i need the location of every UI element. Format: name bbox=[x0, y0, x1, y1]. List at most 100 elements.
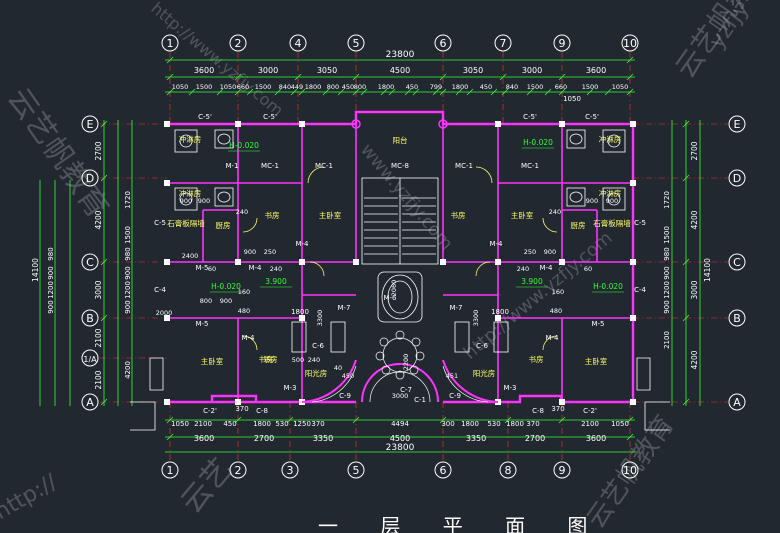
column-7 bbox=[630, 180, 636, 186]
top-dim-0: 3600 bbox=[194, 66, 214, 75]
right-total-dim: 14100 bbox=[703, 258, 712, 282]
misc-num-20: 40 bbox=[334, 364, 342, 372]
tag-15: M-4 bbox=[248, 264, 262, 272]
top-subdim-2: 1050 bbox=[220, 83, 237, 91]
bottom-dim-5: 2700 bbox=[525, 434, 545, 443]
room-label-3: 主卧室 bbox=[511, 210, 534, 220]
right-axis-4: A bbox=[733, 396, 741, 409]
bottom-axis-2: 3 bbox=[287, 464, 294, 477]
bottom-subdim-0: 1050 bbox=[171, 420, 189, 428]
bottom-axis-2-circle bbox=[281, 461, 299, 479]
tag-10: M-4 bbox=[295, 240, 309, 248]
column-5 bbox=[630, 121, 636, 127]
room-label-8: 冲淋房 bbox=[179, 134, 202, 144]
top-axis-3-circle bbox=[347, 34, 365, 52]
left-subdim-0: 1720 bbox=[124, 191, 132, 209]
left-axis-2-circle bbox=[81, 253, 99, 271]
left-subdim-3: 900 bbox=[124, 266, 132, 279]
misc-num-24: 2200 bbox=[402, 354, 410, 371]
top-axis-6-circle bbox=[553, 34, 571, 52]
bottom-subdim-6: 370 bbox=[311, 420, 324, 428]
misc-num-21: 450 bbox=[342, 372, 354, 380]
right-dim-1: 4200 bbox=[690, 210, 699, 229]
top-axis-2: 4 bbox=[295, 37, 302, 50]
tag-6: MC-8 bbox=[391, 162, 409, 170]
left-axis-3: B bbox=[86, 312, 94, 325]
bottom-subdim-13: 2100 bbox=[581, 420, 599, 428]
bottom-axis-1: 2 bbox=[235, 464, 242, 477]
level-mark-5: H-0.020 bbox=[593, 282, 623, 291]
watermark-8: http:// bbox=[0, 470, 62, 526]
column-21 bbox=[235, 399, 241, 405]
column-12 bbox=[440, 259, 446, 265]
misc-num-31: 250 bbox=[524, 248, 536, 256]
bottom-axis-6-circle bbox=[553, 461, 571, 479]
tag-5: MC-1 bbox=[315, 162, 333, 170]
tag-14: M-5 bbox=[591, 320, 604, 328]
column-17 bbox=[299, 315, 305, 321]
tag-34: M-3 bbox=[503, 384, 516, 392]
bottom-axis-0: 1 bbox=[167, 464, 174, 477]
tag-27: C-2' bbox=[583, 407, 597, 415]
tag-24: C-4 bbox=[634, 286, 646, 294]
right-axis-4-circle bbox=[728, 393, 746, 411]
tag-25: C-7 bbox=[400, 386, 412, 394]
watermark-3: www.yzfjy.com bbox=[356, 140, 457, 255]
left-axis-5: A bbox=[86, 396, 94, 409]
room-label-10: 冲淋房 bbox=[599, 134, 622, 144]
tag-30: C-1 bbox=[414, 396, 426, 404]
column-24 bbox=[559, 399, 565, 405]
left-dim-2: 3000 bbox=[94, 280, 103, 299]
interior-walls bbox=[167, 124, 633, 402]
top-axis-4-circle bbox=[434, 34, 452, 52]
bottom-dim-3: 4500 bbox=[390, 434, 410, 443]
left-axis-1: D bbox=[86, 172, 94, 185]
bathroom-fixtures bbox=[174, 129, 626, 353]
bottom-axis-4-circle bbox=[434, 461, 452, 479]
left-dim-4: 2100 bbox=[94, 370, 103, 389]
left-axis-1-circle bbox=[81, 169, 99, 187]
top-subdim-19: 1500 bbox=[582, 83, 599, 91]
left-dim-0: 2700 bbox=[94, 141, 103, 160]
left-subdim2-3: 980 bbox=[47, 247, 55, 260]
top-axis-2-circle bbox=[289, 34, 307, 52]
room-label-1: 主卧室 bbox=[319, 210, 342, 220]
tag-36: 1800 bbox=[491, 308, 509, 316]
top-extra-dim: 1050 bbox=[563, 95, 581, 103]
top-subdim-0: 1050 bbox=[172, 83, 189, 91]
misc-num-14: 480 bbox=[238, 307, 250, 315]
misc-num-9: 60 bbox=[584, 265, 592, 273]
bottom-subdim-2: 450 bbox=[223, 420, 236, 428]
right-axis-3: B bbox=[733, 312, 741, 325]
top-subdim-9: 450 bbox=[342, 83, 354, 91]
tag-8: MC-1 bbox=[521, 162, 539, 170]
column-13 bbox=[495, 259, 501, 265]
right-subdim-0: 1720 bbox=[663, 191, 671, 209]
top-axis-1: 2 bbox=[235, 37, 242, 50]
misc-num-3: 900 bbox=[606, 197, 618, 205]
misc-num-12: 800 bbox=[200, 297, 212, 305]
bottom-dim-6: 3600 bbox=[586, 434, 606, 443]
bottom-extra-dim-1: 370 bbox=[551, 405, 564, 413]
tag-31: C-9 bbox=[339, 392, 351, 400]
dimension-lines bbox=[39, 56, 701, 453]
bottom-axis-3: 5 bbox=[353, 464, 360, 477]
bottom-subdim-4: 530 bbox=[275, 420, 288, 428]
sunroom-arcs bbox=[301, 359, 499, 403]
top-axis-6: 9 bbox=[559, 37, 566, 50]
top-axis-4: 6 bbox=[440, 37, 447, 50]
tag-13: M-5 bbox=[195, 320, 208, 328]
top-axis-1-circle bbox=[229, 34, 247, 52]
bottom-axis-7: 10 bbox=[623, 464, 637, 477]
tag-21: C-5 bbox=[154, 219, 166, 227]
right-axis-2-circle bbox=[728, 253, 746, 271]
column-8 bbox=[164, 259, 170, 265]
top-subdim-15: 450 bbox=[480, 83, 492, 91]
left-axis-2: C bbox=[86, 256, 94, 269]
top-axis-5-circle bbox=[494, 34, 512, 52]
